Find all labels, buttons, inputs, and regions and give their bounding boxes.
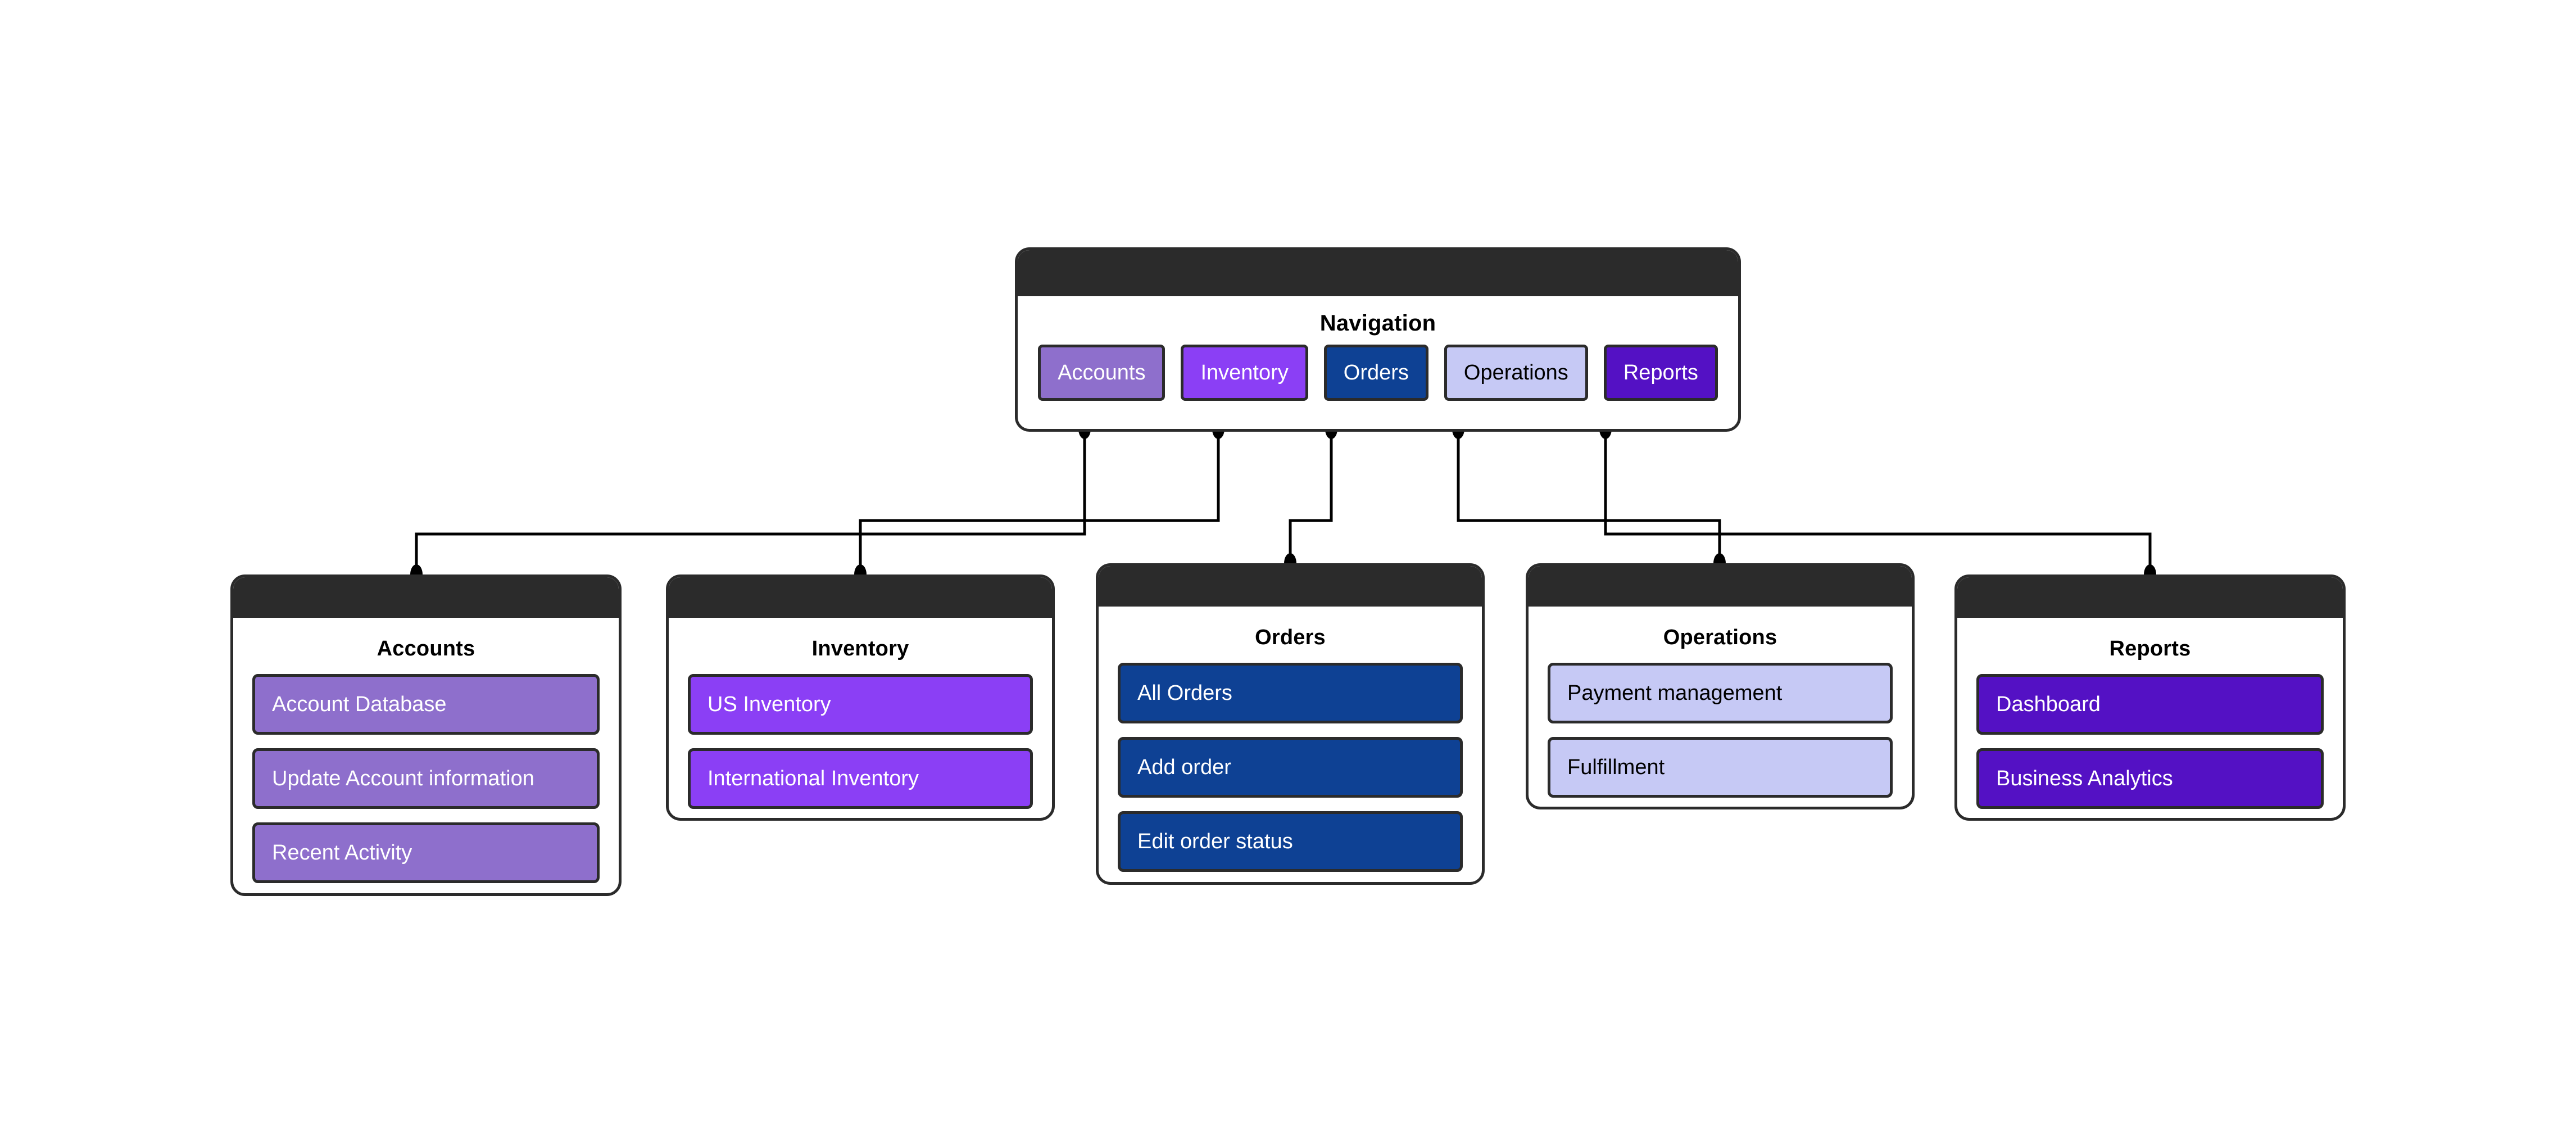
navigation-button-row: Accounts Inventory Orders Operations Rep… bbox=[1018, 345, 1738, 401]
connector-orders bbox=[1289, 429, 1333, 563]
navigation-card-titlebar bbox=[1018, 250, 1738, 296]
orders-item-all-orders[interactable]: All Orders bbox=[1118, 663, 1463, 723]
connector-inventory bbox=[859, 429, 1220, 574]
nav-button-accounts[interactable]: Accounts bbox=[1038, 345, 1165, 401]
reports-card: Reports Dashboard Business Analytics bbox=[1954, 574, 2346, 821]
reports-item-list: Dashboard Business Analytics bbox=[1976, 674, 2324, 809]
nav-button-operations[interactable]: Operations bbox=[1444, 345, 1588, 401]
nav-button-reports[interactable]: Reports bbox=[1603, 345, 1718, 401]
orders-item-edit-order-status[interactable]: Edit order status bbox=[1118, 811, 1463, 872]
inventory-card-titlebar bbox=[669, 577, 1052, 618]
reports-card-body: Reports Dashboard Business Analytics bbox=[1957, 618, 2343, 818]
operations-card: Operations Payment management Fulfillmen… bbox=[1526, 563, 1915, 809]
nav-button-inventory[interactable]: Inventory bbox=[1181, 345, 1308, 401]
navigation-card-body: Navigation Accounts Inventory Orders Ope… bbox=[1018, 296, 1738, 429]
operations-heading: Operations bbox=[1663, 626, 1777, 649]
orders-heading: Orders bbox=[1255, 626, 1326, 649]
inventory-card: Inventory US Inventory International Inv… bbox=[666, 574, 1055, 821]
accounts-item-account-database[interactable]: Account Database bbox=[252, 674, 600, 735]
connector-endpoint-dots bbox=[410, 419, 2156, 585]
accounts-card-titlebar bbox=[233, 577, 619, 618]
accounts-item-recent-activity[interactable]: Recent Activity bbox=[252, 822, 600, 883]
orders-card-titlebar bbox=[1099, 566, 1482, 607]
orders-item-list: All Orders Add order Edit order status bbox=[1118, 663, 1463, 872]
nav-button-orders[interactable]: Orders bbox=[1323, 345, 1428, 401]
accounts-item-update-account-information[interactable]: Update Account information bbox=[252, 748, 600, 809]
reports-item-business-analytics[interactable]: Business Analytics bbox=[1976, 748, 2324, 809]
navigation-heading: Navigation bbox=[1319, 311, 1436, 336]
operations-card-titlebar bbox=[1529, 566, 1912, 607]
operations-card-body: Operations Payment management Fulfillmen… bbox=[1529, 607, 1912, 807]
connector-accounts bbox=[415, 429, 1086, 574]
reports-card-titlebar bbox=[1957, 577, 2343, 618]
inventory-heading: Inventory bbox=[811, 637, 909, 661]
inventory-item-us-inventory[interactable]: US Inventory bbox=[688, 674, 1033, 735]
navigation-card: Navigation Accounts Inventory Orders Ope… bbox=[1015, 247, 1741, 432]
connector-operations bbox=[1457, 429, 1721, 563]
inventory-card-body: Inventory US Inventory International Inv… bbox=[669, 618, 1052, 818]
reports-item-dashboard[interactable]: Dashboard bbox=[1976, 674, 2324, 735]
operations-item-list: Payment management Fulfillment bbox=[1548, 663, 1893, 798]
operations-item-fulfillment[interactable]: Fulfillment bbox=[1548, 737, 1893, 798]
reports-heading: Reports bbox=[2109, 637, 2191, 661]
inventory-item-list: US Inventory International Inventory bbox=[688, 674, 1033, 809]
accounts-item-list: Account Database Update Account informat… bbox=[252, 674, 600, 883]
connector-reports bbox=[1604, 429, 2152, 574]
orders-card-body: Orders All Orders Add order Edit order s… bbox=[1099, 607, 1482, 882]
accounts-card: Accounts Account Database Update Account… bbox=[230, 574, 622, 896]
orders-card: Orders All Orders Add order Edit order s… bbox=[1096, 563, 1485, 885]
accounts-heading: Accounts bbox=[377, 637, 475, 661]
accounts-card-body: Accounts Account Database Update Account… bbox=[233, 618, 619, 893]
operations-item-payment-management[interactable]: Payment management bbox=[1548, 663, 1893, 723]
inventory-item-international-inventory[interactable]: International Inventory bbox=[688, 748, 1033, 809]
orders-item-add-order[interactable]: Add order bbox=[1118, 737, 1463, 798]
